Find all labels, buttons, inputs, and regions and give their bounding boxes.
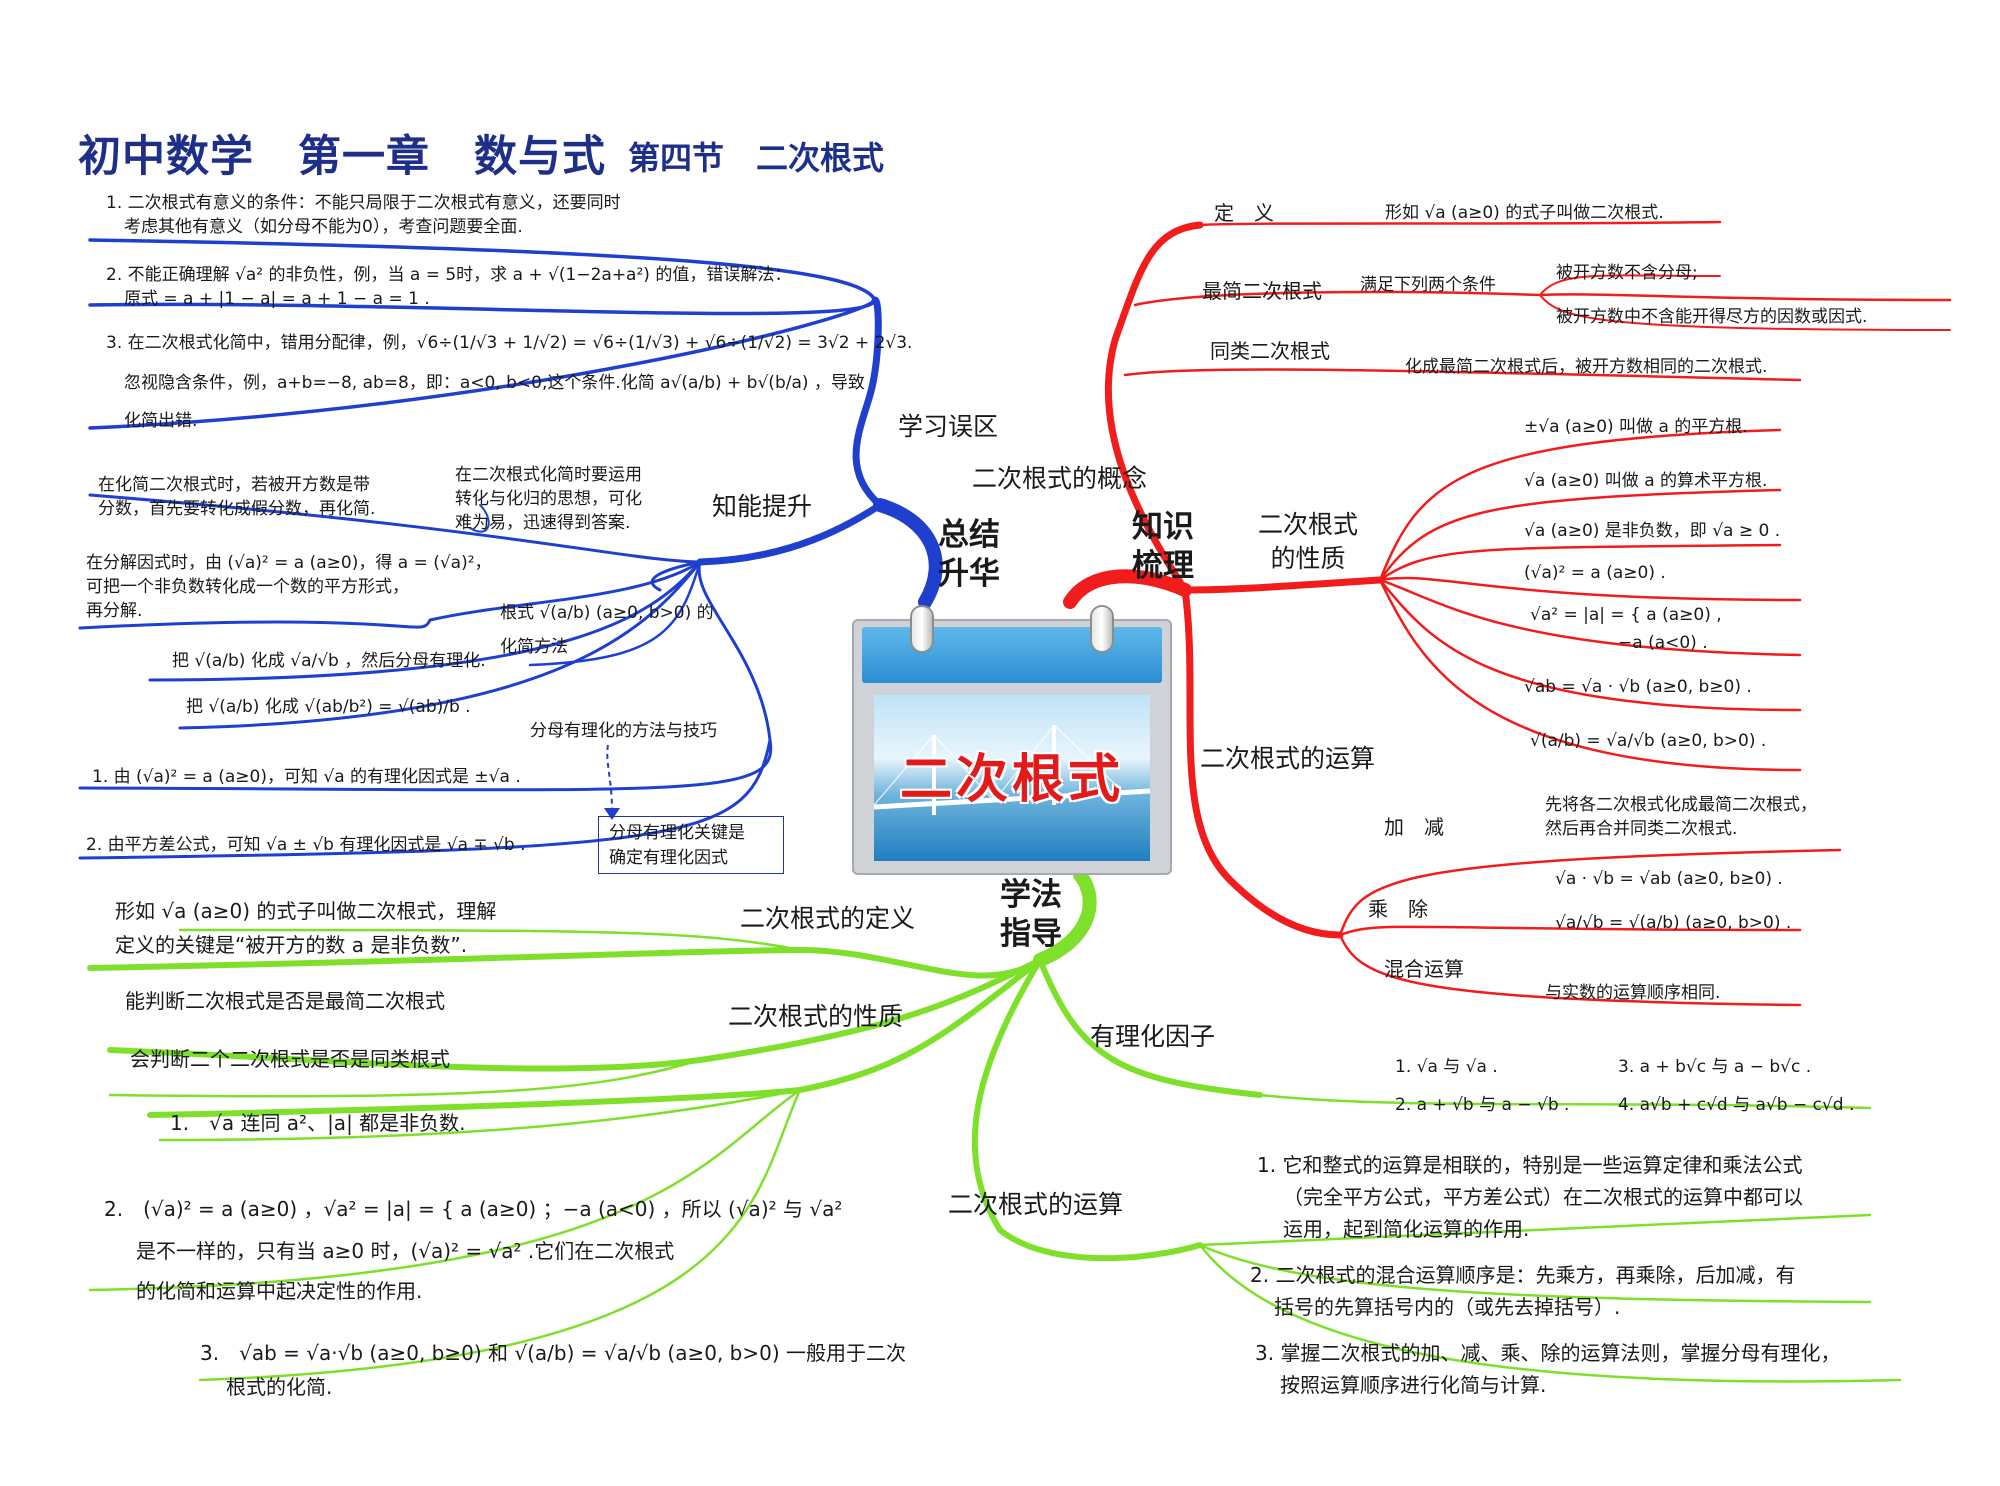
center-title: 二次根式 [899, 750, 1124, 810]
simplest-label: 最简二次根式 [1202, 279, 1322, 303]
green-op-2-line1: 2. 二次根式的混合运算顺序是：先乘方，再乘除，后加减，有 [1250, 1263, 1796, 1287]
branch-concept: 二次根式的概念 [972, 464, 1148, 493]
green-op-3-line2: 按照运算顺序进行化简与计算. [1280, 1373, 1547, 1397]
property-6: √ab = √a · √b (a≥0, b≥0) . [1524, 677, 1752, 697]
mistake-3-line2: 忽视隐含条件，例，a+b=−8, ab=8，即：a<0, b<0,这个条件.化简… [124, 373, 865, 393]
green-op-1-line3: 运用，起到简化运算的作用. [1283, 1217, 1530, 1241]
ability-note1-line2: 分数，首先要转化成假分数，再化简. [98, 499, 376, 519]
branch-definition: 二次根式的定义 [740, 904, 916, 933]
rationalize-1: 1. 由 (√a)² = a (a≥0)，可知 √a 的有理化因式是 ±√a . [92, 767, 521, 787]
simplest-cond-1: 被开方数不含分母; [1556, 263, 1698, 283]
mistake-3-line3: 化简出错. [124, 411, 198, 431]
quadrant-summary: 总结 升华 [938, 517, 1000, 592]
green-property-3-line1: 3. √ab = √a·√b (a≥0, b≥0) 和 √(a/b) = √a/… [200, 1341, 906, 1365]
ability-note5: 把 √(a/b) 化成 √a/√b ，然后分母有理化. [172, 651, 486, 671]
property-5a: √a² = |a| = { a (a≥0) , [1530, 605, 1722, 625]
quadrant-method: 学法 指导 [1000, 877, 1062, 952]
property-5b: −a (a<0) . [1618, 633, 1708, 653]
factor-3: 3. a + b√c 与 a − b√c . [1618, 1057, 1812, 1077]
green-op-3-line1: 3. 掌握二次根式的加、减、乘、除的运算法则，掌握分母有理化， [1255, 1341, 1841, 1365]
property-3: √a (a≥0) 是非负数，即 √a ≥ 0 . [1524, 521, 1781, 541]
definition-label: 定 义 [1214, 201, 1274, 225]
mixed-label: 混合运算 [1384, 957, 1464, 981]
green-property-2-line2: 是不一样的，只有当 a≥0 时，(√a)² = √a² .它们在二次根式 [136, 1239, 675, 1263]
definition-line1: 形如 √a (a≥0) 的式子叫做二次根式，理解 [115, 899, 497, 923]
dashed-link [606, 744, 613, 811]
definition-line2: 定义的关键是“被开方的数 a 是非负数”. [115, 933, 468, 957]
mul-div-2: √a/√b = √(a/b) (a≥0, b>0) . [1555, 913, 1792, 933]
key-point-box: 分母有理化关键是 确定有理化因式 [598, 816, 784, 874]
similar-label: 同类二次根式 [1210, 339, 1330, 363]
add-sub-line2: 然后再合并同类二次根式. [1545, 819, 1738, 839]
factor-1: 1. √a 与 √a . [1395, 1057, 1498, 1077]
calendar-ring-icon [1092, 607, 1112, 651]
page-title: 初中数学 第一章 数与式 [78, 132, 606, 182]
calendar-ring-icon [912, 607, 932, 651]
blue-branches [78, 238, 943, 860]
rationalize-2: 2. 由平方差公式，可知 √a ± √b 有理化因式是 √a ∓ √b . [86, 835, 526, 855]
branch-properties: 二次根式 的性质 [1258, 510, 1359, 573]
add-sub-line1: 先将各二次根式化成最简二次根式， [1545, 795, 1817, 815]
green-op-2-line2: 括号的先算括号内的（或先去掉括号）. [1274, 1295, 1621, 1319]
bridge-photo [874, 695, 1150, 861]
branch-green-operations: 二次根式的运算 [948, 1190, 1124, 1219]
ability-note4-line2: 化简方法 [500, 637, 568, 657]
branch-rational-factor: 有理化因子 [1090, 1022, 1216, 1051]
factor-2: 2. a + √b 与 a − √b . [1395, 1095, 1570, 1115]
mixed-text: 与实数的运算顺序相同. [1545, 983, 1721, 1003]
branch-red-operations: 二次根式的运算 [1200, 744, 1376, 773]
section-title: 第四节 二次根式 [628, 139, 885, 177]
mistake-3-line1: 3. 在二次根式化简中，错用分配律，例，√6÷(1/√3 + 1/√2) = √… [106, 333, 913, 353]
quadrant-knowledge: 知识 梳理 [1132, 509, 1194, 584]
add-sub-label: 加 减 [1384, 815, 1444, 839]
green-property-2-line3: 的化简和运算中起决定性的作用. [136, 1279, 423, 1303]
green-branches [87, 868, 1902, 1383]
key-point-line1: 分母有理化关键是 [609, 823, 745, 843]
ability-note3-line2: 可把一个非负数转化成一个数的平方形式， [86, 577, 409, 597]
center-calendar: 二次根式 [852, 607, 1172, 875]
property-7: √(a/b) = √a/√b (a≥0, b>0) . [1530, 731, 1767, 751]
judge-similar: 会判断二个二次根式是否是同类根式 [130, 1047, 450, 1071]
green-property-1: 1. √a 连同 a²、|a| 都是非负数. [170, 1111, 466, 1135]
mul-div-1: √a · √b = √ab (a≥0, b≥0) . [1555, 869, 1783, 889]
red-branches [1063, 220, 1952, 1007]
key-point-line2: 确定有理化因式 [609, 847, 728, 868]
ability-note3-line3: 再分解. [86, 601, 143, 621]
mistake-2-line2: 原式 = a + |1 − a| = a + 1 − a = 1 . [124, 289, 430, 309]
property-4: (√a)² = a (a≥0) . [1524, 563, 1666, 583]
calendar-header [862, 627, 1162, 683]
green-op-1-line1: 1. 它和整式的运算是相联的，特别是一些运算定律和乘法公式 [1257, 1153, 1803, 1177]
branch-green-properties: 二次根式的性质 [728, 1002, 904, 1031]
ability-note2-line3: 难为易，迅速得到答案. [455, 513, 631, 533]
ability-note3-line1: 在分解因式时，由 (√a)² = a (a≥0)，得 a = (√a)²， [86, 553, 492, 573]
simplest-cond-2: 被开方数中不含能开得尽方的因数或因式. [1556, 307, 1868, 327]
green-property-3-line2: 根式的化简. [226, 1375, 333, 1399]
green-property-2-line1: 2. (√a)² = a (a≥0) ，√a² = |a| = { a (a≥0… [104, 1197, 843, 1221]
green-op-1-line2: （完全平方公式，平方差公式）在二次根式的运算中都可以 [1283, 1185, 1803, 1209]
similar-text: 化成最简二次根式后，被开方数相同的二次根式. [1405, 357, 1768, 377]
branch-mistakes: 学习误区 [898, 412, 999, 441]
property-1: ±√a (a≥0) 叫做 a 的平方根. [1524, 417, 1748, 437]
ability-note6: 把 √(a/b) 化成 √(ab/b²) = √(ab)/b . [186, 697, 471, 717]
technique-label: 分母有理化的方法与技巧 [530, 721, 717, 741]
judge-simplest: 能判断二次根式是否是最简二次根式 [125, 989, 445, 1013]
mul-div-label: 乘 除 [1368, 897, 1428, 921]
arrow-head [604, 808, 620, 820]
mistake-1-line1: 1. 二次根式有意义的条件：不能只局限于二次根式有意义，还要同时 [106, 193, 621, 213]
ability-note4-line1: 根式 √(a/b) (a≥0, b>0) 的 [500, 603, 714, 623]
ability-note1-line1: 在化简二次根式时，若被开方数是带 [98, 475, 370, 495]
mistake-1-line2: 考虑其他有意义（如分母不能为0），考查问题要全面. [124, 217, 523, 237]
bridge-icon [874, 724, 1150, 815]
branch-ability: 知能提升 [712, 492, 813, 521]
mistake-2-line1: 2. 不能正确理解 √a² 的非负性，例，当 a = 5时，求 a + √(1−… [106, 265, 792, 285]
simplest-condition: 满足下列两个条件 [1360, 275, 1496, 295]
factor-4: 4. a√b + c√d 与 a√b − c√d . [1618, 1095, 1855, 1115]
ability-note2-line2: 转化与化归的思想，可化 [455, 489, 642, 509]
ability-note2-line1: 在二次根式化简时要运用 [455, 465, 642, 485]
property-2: √a (a≥0) 叫做 a 的算术平方根. [1524, 471, 1768, 491]
definition-text: 形如 √a (a≥0) 的式子叫做二次根式. [1385, 203, 1664, 223]
